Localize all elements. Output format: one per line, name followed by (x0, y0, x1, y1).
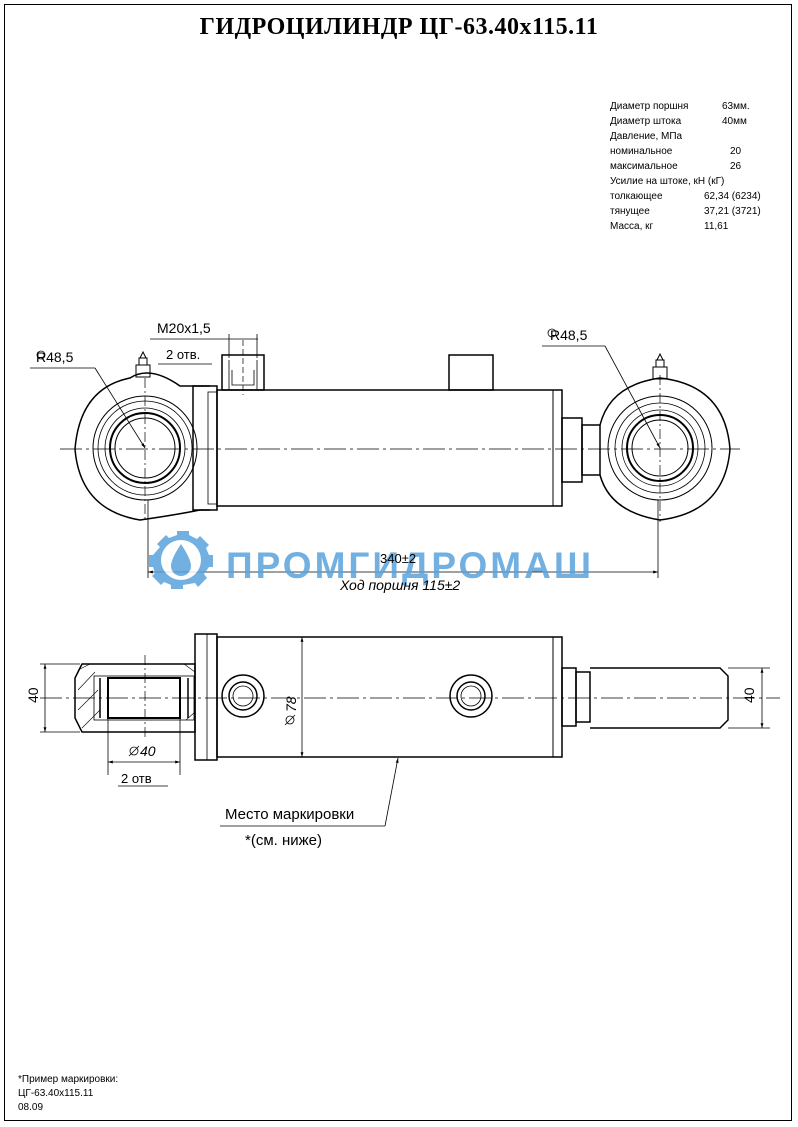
spec-label: номинальное (610, 146, 673, 157)
drawing-frame (4, 4, 792, 1121)
rod-diameter-label: 40 (741, 687, 757, 703)
spec-label: Диаметр поршня (610, 101, 689, 112)
spec-value: 20 (730, 146, 742, 157)
footer-line: *Пример маркировки: (18, 1074, 119, 1085)
marking-example: *Пример маркировки: ЦГ-63.40х115.11 08.0… (18, 1073, 118, 1115)
port-hole-left (221, 674, 265, 718)
left-port (221, 340, 265, 395)
spec-value: 11,61 (704, 221, 729, 232)
spec-label: максимальное (610, 161, 678, 172)
spec-label: тянущее (610, 206, 650, 217)
pin-diameter-label: 40 (140, 743, 156, 759)
spec-value: 40мм (722, 116, 747, 127)
port-count-label: 2 отв. (166, 347, 200, 362)
left-rod-eye (74, 350, 210, 521)
footer-line: 08.09 (18, 1102, 44, 1113)
drawing-title: ГИДРОЦИЛИНДР ЦГ-63.40х115.11 (199, 14, 599, 40)
spec-value: 62,34 (6234) (704, 191, 761, 202)
rod-gland (561, 417, 583, 483)
right-port (448, 354, 494, 391)
port-hole-right (449, 674, 493, 718)
radius-symbol-icon (36, 350, 46, 360)
spec-value: 37,21 (3721) (704, 206, 761, 217)
spec-label: Диаметр штока (610, 116, 682, 127)
left-eye-width-label: 40 (25, 687, 41, 703)
spec-label: Масса, кг (610, 221, 654, 232)
port-thread-label: M20x1,5 (157, 320, 211, 336)
marking-note: *(см. ниже) (245, 832, 322, 849)
barrel-top-view (216, 389, 563, 507)
barrel-side-view (216, 636, 563, 758)
diameter-symbol-icon (128, 745, 140, 757)
pin-count-label: 2 отв (121, 771, 152, 786)
right-radius-label: R48,5 (550, 327, 588, 343)
barrel-diameter-label: 78 (283, 696, 299, 712)
footer-line: ЦГ-63.40х115.11 (18, 1088, 94, 1099)
watermark-logo: ПРОМГИДРОМАШ (149, 531, 594, 589)
left-eye-section (74, 655, 196, 740)
spec-label: толкающее (610, 191, 663, 202)
diameter-symbol-icon (284, 714, 296, 726)
marking-label: Место маркировки (225, 806, 354, 823)
piston-rod (590, 667, 729, 729)
spec-value: 26 (730, 161, 742, 172)
spec-value: 63мм. (722, 101, 750, 112)
watermark-text: ПРОМГИДРОМАШ (226, 545, 594, 586)
rod-gland-side (561, 667, 577, 727)
side-view (40, 633, 780, 827)
right-rod-eye (599, 352, 731, 522)
spec-label: Давление, МПа (610, 131, 683, 142)
stroke-label: Ход поршня 115±2 (339, 577, 460, 593)
overall-length-label: 340±2 (380, 551, 416, 566)
radius-symbol-icon (547, 328, 557, 338)
left-radius-label: R48,5 (36, 349, 74, 365)
left-flange-side (194, 633, 218, 761)
spec-label: Усилие на штоке, кН (кГ) (610, 176, 725, 187)
top-view (30, 334, 740, 578)
